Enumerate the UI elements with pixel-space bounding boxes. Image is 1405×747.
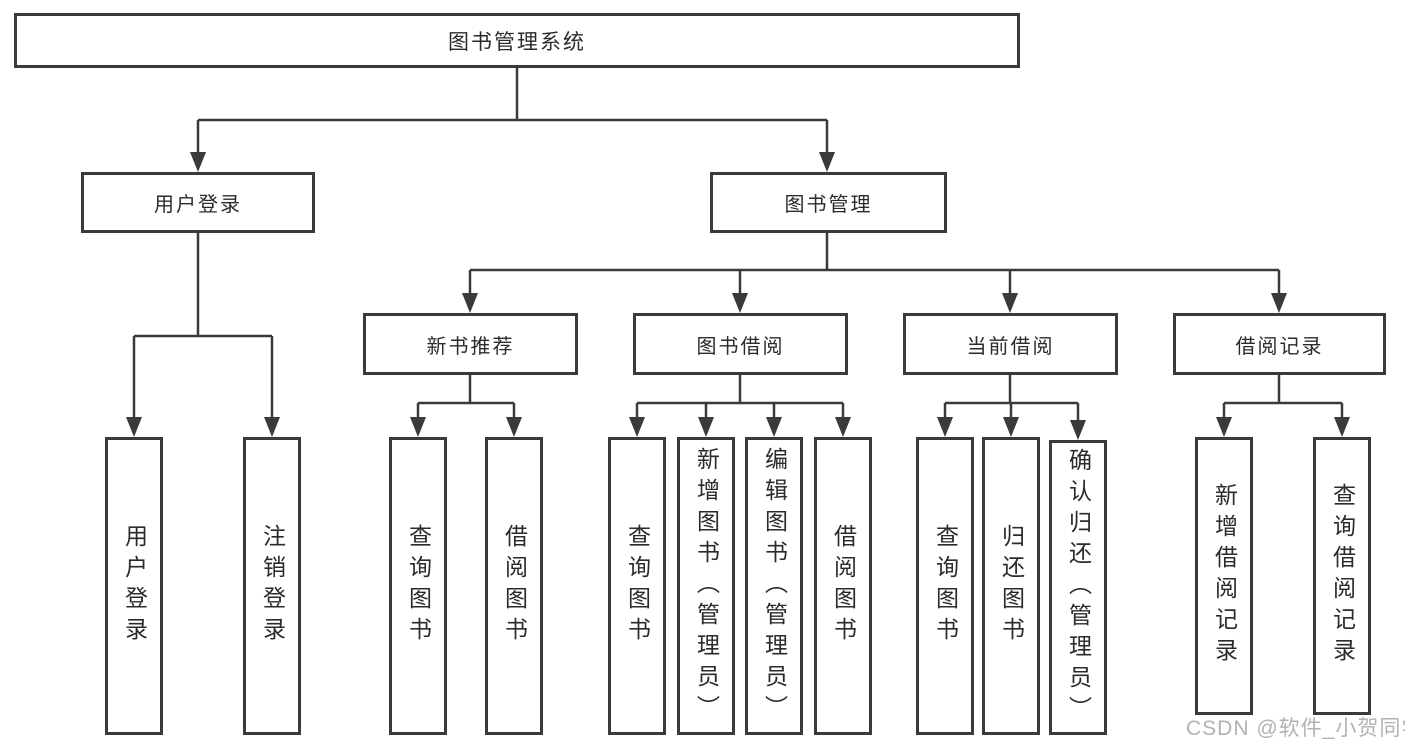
node-current-borrowing-label: 当前借阅 (966, 335, 1055, 358)
arrowhead-leaf-logout (264, 417, 280, 437)
arrowhead-user-login (190, 152, 206, 172)
leaf-bb-edit-books-box: 编辑图书（管理员） (745, 437, 803, 735)
node-book-management-label: 图书管理 (784, 194, 873, 216)
leaf-br-query-record-label: 查询借阅记录 (1329, 483, 1356, 669)
arrowhead-leaf-user-login (126, 417, 142, 437)
leaf-cb-confirm-return-box: 确认归还（管理员） (1049, 440, 1107, 735)
arrowhead-leaf-bb-query (629, 417, 645, 437)
leaf-user-login-label: 用户登录 (121, 524, 148, 648)
arrowhead-leaf-cb-confirm (1070, 420, 1086, 440)
leaf-br-add-record-box: 新增借阅记录 (1195, 437, 1253, 715)
leaf-bb-add-books-box: 新增图书（管理员） (677, 437, 735, 735)
watermark-text: CSDN @软件_小贺同学 (1186, 717, 1405, 740)
arrowhead-book-management (819, 152, 835, 172)
node-book-management-box: 图书管理 (710, 172, 947, 233)
arrowhead-leaf-newrec-query (410, 417, 426, 437)
node-user-login-label: 用户登录 (154, 194, 242, 216)
arrowhead-book-borrowing (732, 293, 748, 313)
leaf-cb-return-books-box: 归还图书 (982, 437, 1040, 735)
node-new-book-recommend-label: 新书推荐 (426, 335, 515, 358)
node-root-box: 图书管理系统 (14, 13, 1020, 68)
leaf-bb-query-books-box: 查询图书 (608, 437, 666, 735)
node-book-borrowing-box: 图书借阅 (633, 313, 848, 375)
leaf-cb-query-books-box: 查询图书 (916, 437, 974, 735)
arrowhead-leaf-cb-return (1003, 417, 1019, 437)
leaf-cb-return-books-label: 归还图书 (998, 524, 1025, 648)
leaf-bb-query-books-label: 查询图书 (624, 524, 651, 648)
node-borrow-records-label: 借阅记录 (1235, 335, 1324, 358)
arrowhead-leaf-bb-borrow (835, 417, 851, 437)
leaf-bb-borrow-books-box: 借阅图书 (814, 437, 872, 735)
node-borrow-records-box: 借阅记录 (1173, 313, 1386, 375)
arrowhead-current-borrowing (1002, 293, 1018, 313)
arrowhead-new-book-recommend (462, 293, 478, 313)
arrowhead-leaf-br-query (1334, 417, 1350, 437)
node-book-borrowing-label: 图书借阅 (696, 335, 785, 358)
leaf-user-login-box: 用户登录 (105, 437, 163, 735)
node-user-login-box: 用户登录 (81, 172, 315, 233)
arrowhead-leaf-bb-add (698, 417, 714, 437)
leaf-logout-box: 注销登录 (243, 437, 301, 735)
node-new-book-recommend-box: 新书推荐 (363, 313, 578, 375)
node-root-label: 图书管理系统 (448, 30, 586, 54)
leaf-bb-add-books-label: 新增图书（管理员） (693, 446, 720, 726)
leaf-logout-label: 注销登录 (259, 524, 286, 648)
leaf-br-query-record-box: 查询借阅记录 (1313, 437, 1371, 715)
arrowhead-leaf-newrec-borrow (506, 417, 522, 437)
node-current-borrowing-box: 当前借阅 (903, 313, 1118, 375)
arrowhead-borrow-records (1271, 293, 1287, 313)
leaf-newrec-query-books-label: 查询图书 (405, 524, 432, 648)
leaf-cb-query-books-label: 查询图书 (932, 524, 959, 648)
arrowhead-leaf-bb-edit (766, 417, 782, 437)
leaf-cb-confirm-return-label: 确认归还（管理员） (1065, 448, 1092, 727)
arrowhead-leaf-cb-query (937, 417, 953, 437)
leaf-bb-borrow-books-label: 借阅图书 (830, 524, 857, 648)
leaf-newrec-borrow-books-box: 借阅图书 (485, 437, 543, 735)
leaf-br-add-record-label: 新增借阅记录 (1211, 483, 1238, 669)
leaf-newrec-borrow-books-label: 借阅图书 (501, 524, 528, 648)
leaf-newrec-query-books-box: 查询图书 (389, 437, 447, 735)
leaf-bb-edit-books-label: 编辑图书（管理员） (761, 446, 788, 726)
arrowhead-leaf-br-add (1216, 417, 1232, 437)
